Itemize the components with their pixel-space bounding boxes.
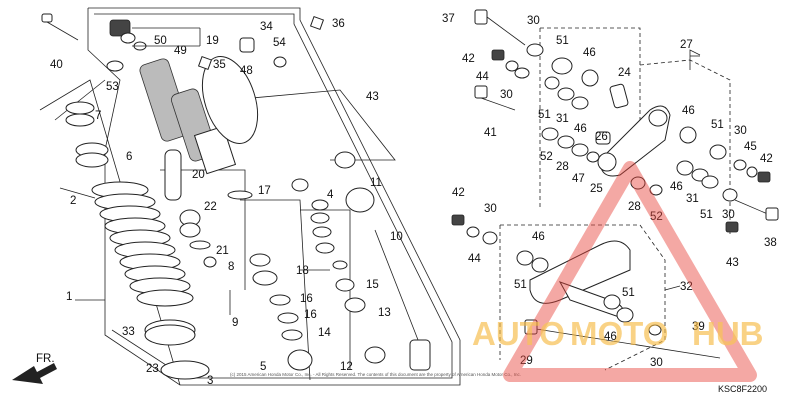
callout-46c: 46 — [682, 105, 695, 117]
damper-internals — [179, 151, 431, 371]
callout-4: 4 — [327, 189, 334, 201]
callout-31b: 31 — [686, 193, 699, 205]
callout-16b: 16 — [304, 309, 317, 321]
callout-46a: 46 — [583, 47, 596, 59]
callout-35: 35 — [213, 59, 226, 71]
callout-41: 41 — [484, 127, 497, 139]
diagram-code: KSC8F2200 — [718, 384, 767, 394]
upper-mount-parts — [106, 15, 325, 72]
callout-51f: 51 — [622, 287, 635, 299]
shock-spring — [91, 181, 194, 307]
callout-42a: 42 — [462, 53, 475, 65]
callout-45: 45 — [744, 141, 757, 153]
linkage-assembly — [451, 9, 779, 371]
callout-46d: 46 — [670, 181, 683, 193]
callout-42b: 42 — [760, 153, 773, 165]
callout-20: 20 — [192, 169, 205, 181]
callout-43a: 43 — [366, 91, 379, 103]
front-label: FR. — [36, 353, 55, 365]
callout-32: 32 — [680, 281, 693, 293]
callout-46b: 46 — [574, 123, 587, 135]
callout-1: 1 — [66, 291, 72, 303]
callout-18: 18 — [296, 265, 309, 277]
callout-24: 24 — [618, 67, 631, 79]
callout-48: 48 — [240, 65, 253, 77]
callout-17: 17 — [258, 185, 271, 197]
front-direction-marker: FR. — [12, 353, 57, 384]
callout-12: 12 — [340, 361, 353, 373]
callout-38: 38 — [764, 237, 777, 249]
callout-16a: 16 — [300, 293, 313, 305]
copyright-text: (c) 2015 American Honda Motor Co., Inc. … — [230, 372, 521, 377]
callout-51a: 51 — [556, 35, 569, 47]
bolt-40 — [41, 13, 79, 41]
callout-11: 11 — [370, 177, 382, 189]
callout-30: 30 — [650, 357, 663, 369]
callout-52a: 52 — [540, 151, 553, 163]
callout-22: 22 — [204, 201, 217, 213]
callout-6: 6 — [126, 151, 132, 163]
callout-26: 26 — [595, 131, 608, 143]
callout-23: 23 — [146, 363, 159, 375]
callout-3: 3 — [207, 375, 213, 387]
callout-40: 40 — [50, 59, 63, 71]
spring-adjuster-nut — [65, 101, 109, 168]
callout-27: 27 — [680, 39, 693, 51]
callout-25: 25 — [590, 183, 603, 195]
callout-21: 21 — [216, 245, 229, 257]
callout-46e: 46 — [532, 231, 545, 243]
callout-54: 54 — [273, 37, 286, 49]
callout-50: 50 — [154, 35, 167, 47]
callout-13: 13 — [378, 307, 391, 319]
callout-7: 7 — [95, 110, 101, 122]
callout-10: 10 — [390, 231, 403, 243]
callout-2: 2 — [70, 195, 76, 207]
callout-9: 9 — [232, 317, 238, 329]
callout-labels: 40 53 50 19 49 35 34 54 48 36 43 7 6 2 1… — [50, 13, 777, 387]
callout-51d: 51 — [700, 209, 713, 221]
spring-seat — [144, 319, 210, 380]
callout-30a: 30 — [527, 15, 540, 27]
callout-52b: 52 — [650, 211, 663, 223]
callout-15: 15 — [366, 279, 379, 291]
callout-51c: 51 — [711, 119, 724, 131]
watermark-word-mid: MOTO — [570, 315, 668, 352]
callout-51e: 51 — [514, 279, 527, 291]
callout-14: 14 — [318, 327, 331, 339]
callout-44a: 44 — [476, 71, 489, 83]
callout-28b: 28 — [628, 201, 641, 213]
callout-30e: 30 — [484, 203, 497, 215]
callout-30c: 30 — [734, 125, 747, 137]
watermark-logo: AUTO MOTO HUB — [472, 161, 764, 382]
callout-30d: 30 — [722, 209, 735, 221]
callout-39: 39 — [692, 321, 705, 333]
callout-51b: 51 — [538, 109, 551, 121]
callout-53: 53 — [106, 81, 119, 93]
callout-5: 5 — [260, 361, 266, 373]
callout-46f: 46 — [604, 331, 617, 343]
leader-lines — [59, 27, 700, 315]
callout-44b: 44 — [468, 253, 481, 265]
callout-34: 34 — [260, 21, 273, 33]
callout-31a: 31 — [556, 113, 569, 125]
callout-19: 19 — [206, 35, 219, 47]
watermark-word-right: HUB — [692, 315, 764, 352]
callout-30b: 30 — [500, 89, 513, 101]
callout-49: 49 — [174, 45, 187, 57]
callout-47: 47 — [572, 173, 585, 185]
callout-29: 29 — [520, 355, 533, 367]
shock-damper-body — [139, 56, 309, 201]
callout-42c: 42 — [452, 187, 465, 199]
callout-28a: 28 — [556, 161, 569, 173]
callout-33: 33 — [122, 326, 135, 338]
callout-36: 36 — [332, 18, 345, 30]
callout-43b: 43 — [726, 257, 739, 269]
callout-37: 37 — [442, 13, 455, 25]
callout-8: 8 — [228, 261, 234, 273]
watermark-word-left: AUTO — [472, 315, 565, 352]
